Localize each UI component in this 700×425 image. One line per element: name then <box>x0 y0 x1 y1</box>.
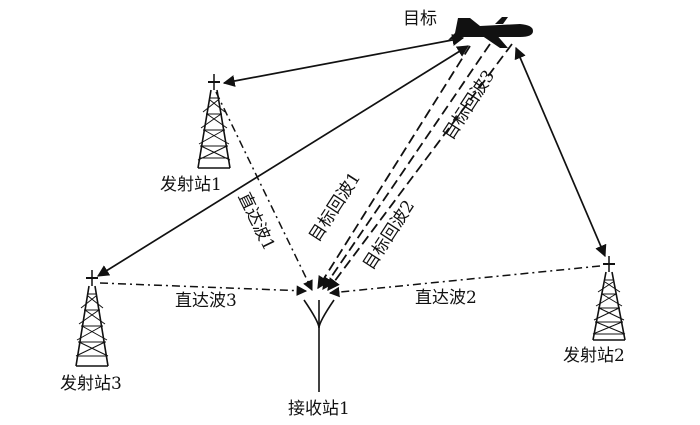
tx1-target-link <box>222 34 465 87</box>
target-echo-2-line <box>322 43 491 291</box>
target-echo-1-line <box>317 45 471 290</box>
transmitter-3-label: 发射站3 <box>60 374 122 394</box>
transmitter-2-label: 发射站2 <box>563 346 625 366</box>
direct-wave-3-label: 直达波3 <box>175 291 237 311</box>
tx2-target-link <box>514 46 607 258</box>
direct-wave-2-label: 直达波2 <box>415 288 477 308</box>
direct-wave-1-label: 直达波1 <box>234 189 279 253</box>
tx3-target-link <box>96 45 470 277</box>
target-echo-1-label: 目标回波1 <box>305 169 365 246</box>
target-echo-3-line <box>327 43 513 292</box>
transmitter-1-label: 发射站1 <box>160 175 222 195</box>
receiver-antenna-icon <box>303 299 335 392</box>
transmitter-1-tower-icon <box>197 74 231 169</box>
transmitter-2-tower-icon <box>592 256 626 341</box>
transmitter-3-tower-icon <box>75 270 109 367</box>
target-echo-2-label: 目标回波2 <box>359 197 419 274</box>
direct-wave-1-line <box>215 91 313 291</box>
direct-wave-3-line <box>99 282 308 296</box>
target-echo-3-label: 目标回波3 <box>439 67 499 144</box>
receiver-1-label: 接收站1 <box>288 399 350 419</box>
target-label: 目标 <box>403 9 437 29</box>
airplane-icon <box>448 17 533 48</box>
